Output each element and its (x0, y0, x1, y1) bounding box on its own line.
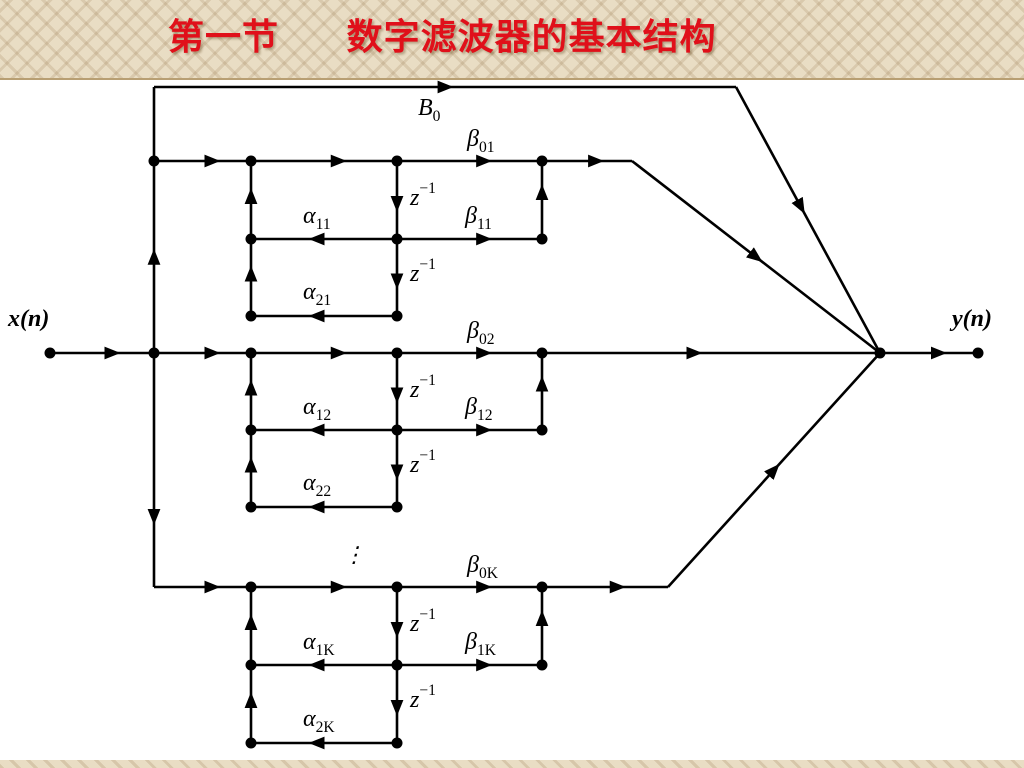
section-1-node-5 (391, 233, 403, 245)
output-label: y(n) (949, 306, 992, 332)
section-2-node-5 (391, 424, 403, 436)
section-3-beta1-label: β1K (464, 629, 497, 659)
ellipsis: ⋮ (343, 542, 365, 567)
section-2-node-1 (245, 347, 257, 359)
section-2-node-7 (245, 501, 257, 513)
section-3-delay2-label: z−1 (409, 682, 436, 713)
section-2-node-6 (536, 424, 548, 436)
section-3-beta0-label: β0K (466, 552, 499, 582)
section-2-delay2-label: z−1 (409, 447, 436, 478)
input-node (44, 347, 56, 359)
section-2-alpha2-label: α22 (303, 470, 331, 500)
title-banner: 第一节 数字滤波器的基本结构 (0, 0, 1024, 80)
section-3-node-5 (391, 659, 403, 671)
section-3-node-3 (536, 581, 548, 593)
section-1-delay2-label: z−1 (409, 256, 436, 287)
section-1-beta1-label: β11 (464, 203, 492, 233)
section-2-beta1-label: β12 (464, 394, 493, 424)
section-1-delay1-label: z−1 (409, 180, 436, 211)
section-2-beta0-label: β02 (466, 318, 495, 348)
section-2-node-8 (391, 501, 403, 513)
section-3-node-7 (245, 737, 257, 749)
section-1-node-6 (536, 233, 548, 245)
section-1-node-2 (391, 155, 403, 167)
footer-band (0, 760, 1024, 768)
section-1-alpha1-label: α11 (303, 203, 331, 233)
section-1-node-8 (391, 310, 403, 322)
split-node-top (148, 155, 160, 167)
section-3-node-2 (391, 581, 403, 593)
section-1-node-1 (245, 155, 257, 167)
section-1-node-7 (245, 310, 257, 322)
section-1-beta0-label: β01 (466, 126, 495, 156)
section-1-alpha2-label: α21 (303, 279, 331, 309)
input-label: x(n) (7, 306, 49, 332)
section-2-node-3 (536, 347, 548, 359)
output-node (972, 347, 984, 359)
section-2-node-4 (245, 424, 257, 436)
section-1-node-4 (245, 233, 257, 245)
section-1-node-3 (536, 155, 548, 167)
section-2-delay1-label: z−1 (409, 372, 436, 403)
section-3-node-4 (245, 659, 257, 671)
section-3-delay1-label: z−1 (409, 606, 436, 637)
section-3-alpha1-label: α1K (303, 629, 335, 659)
direct-path-to-output (734, 86, 882, 354)
section-3-node-6 (536, 659, 548, 671)
split-node (148, 347, 160, 359)
section-3-alpha2-label: α2K (303, 706, 335, 736)
slide-title: 第一节 数字滤波器的基本结构 (168, 17, 717, 58)
section-3-node-8 (391, 737, 403, 749)
direct-gain-label: B0 (418, 95, 441, 125)
section-2-alpha1-label: α12 (303, 394, 331, 424)
section-3-node-1 (245, 581, 257, 593)
output-sum-node (874, 347, 886, 359)
section-2-node-2 (391, 347, 403, 359)
